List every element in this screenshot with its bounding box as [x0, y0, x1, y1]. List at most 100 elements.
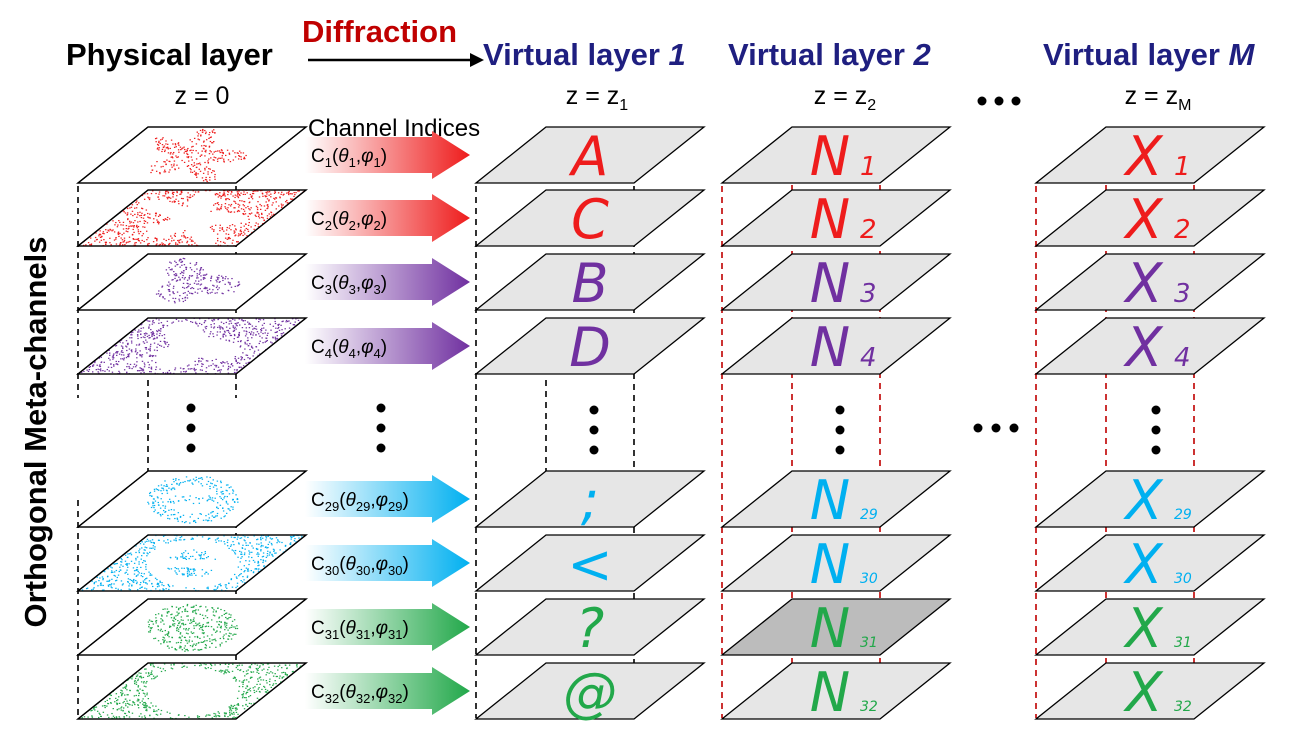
diffraction-arrow	[308, 53, 484, 67]
virtual-plate-vm	[1034, 534, 1266, 592]
virtual-letter-vm: X	[1123, 597, 1164, 660]
virtual-plate-v2	[720, 253, 952, 311]
virtual-subscript-vm: 2	[1174, 215, 1191, 245]
virtual-subscript-vm: 32	[1174, 699, 1192, 715]
side-label: Orthogonal Meta-channels	[18, 237, 53, 628]
hologram-pattern	[147, 603, 239, 652]
virtual-subscript-v2: 32	[860, 699, 878, 715]
vertical-ellipsis-physical	[186, 403, 196, 453]
channel-index-label: C2(θ2,φ2)	[311, 209, 387, 233]
virtual-letter-v1: A	[569, 125, 609, 188]
virtual-plate-v2	[720, 598, 952, 656]
channel-index-label: C31(θ31,φ31)	[311, 618, 409, 642]
virtual-subscript-vm: 3	[1174, 279, 1191, 309]
virtual-subscript-vm: 31	[1174, 635, 1192, 651]
channel-arrow	[305, 131, 470, 179]
vertical-ellipsis-virtual-1	[589, 405, 599, 455]
virtual-plate-v1	[474, 126, 706, 184]
virtual-plate-vm	[1034, 189, 1266, 247]
channel-arrow	[305, 539, 470, 587]
virtual-plate-vm	[1034, 470, 1266, 528]
vertical-ellipsis-virtual-2	[835, 405, 845, 455]
vertical-ellipsis-virtual-m	[1151, 405, 1161, 455]
virtual-plate-v1	[474, 317, 706, 375]
virtual-letter-v1: C	[571, 188, 609, 251]
virtual-letter-vm: X	[1123, 533, 1164, 596]
virtual-plate-v2	[720, 534, 952, 592]
virtual-letter-v2: N	[810, 533, 850, 596]
virtual-subscript-vm: 4	[1174, 343, 1191, 373]
channel-arrow	[305, 667, 470, 715]
virtual-letter-v1: @	[563, 661, 617, 724]
virtual-letter-v2: N	[810, 469, 850, 532]
channel-index-label: C29(θ29,φ29)	[311, 490, 409, 514]
virtual-letter-v2: N	[810, 252, 850, 315]
channel-arrow	[305, 322, 470, 370]
virtual-plate-vm	[1034, 126, 1266, 184]
z-label-virtual-2: z = z2	[814, 82, 877, 114]
virtual-subscript-v2: 3	[860, 279, 877, 309]
physical-layer-heading: Physical layer	[66, 37, 273, 72]
channel-index-label: C4(θ4,φ4)	[311, 337, 387, 361]
virtual-letter-v1: ?	[576, 597, 605, 660]
virtual-plate-v1	[474, 598, 706, 656]
diffraction-label: Diffraction	[302, 14, 457, 49]
hologram-pattern	[147, 476, 239, 524]
virtual-layer-1-heading: Virtual layer 1	[483, 37, 686, 72]
channel-index-label: C30(θ30,φ30)	[311, 554, 409, 578]
virtual-subscript-vm: 29	[1174, 507, 1192, 523]
virtual-subscript-v2: 4	[860, 343, 877, 373]
ellipsis-top	[977, 96, 1021, 106]
virtual-plate-vm	[1034, 662, 1266, 720]
virtual-plate-vm	[1034, 317, 1266, 375]
hologram-pattern	[155, 257, 241, 304]
virtual-plate-v2	[720, 470, 952, 528]
virtual-letter-vm: X	[1123, 316, 1164, 379]
channel-row-30: C30(θ30,φ30) < N 30 X 30	[76, 533, 1266, 596]
virtual-subscript-v2: 31	[860, 635, 878, 651]
virtual-plate-v1	[474, 662, 706, 720]
virtual-plate-v2	[720, 317, 952, 375]
virtual-layer-m-heading: Virtual layer M	[1043, 37, 1256, 72]
virtual-subscript-v2: 1	[860, 152, 877, 182]
channel-arrow	[305, 258, 470, 306]
virtual-subscript-v2: 30	[860, 571, 878, 587]
virtual-plate-v1	[474, 253, 706, 311]
z-label-virtual-1: z = z1	[566, 82, 629, 114]
virtual-plate-v1	[474, 534, 706, 592]
channel-arrow	[305, 475, 470, 523]
virtual-letter-v2: N	[810, 661, 850, 724]
virtual-plate-v2	[720, 662, 952, 720]
virtual-plate-vm	[1034, 253, 1266, 311]
virtual-letter-v1: B	[571, 252, 608, 315]
virtual-plate-v1	[474, 470, 706, 528]
virtual-letter-v1: <	[567, 533, 612, 596]
channel-index-label: C3(θ3,φ3)	[311, 273, 387, 297]
virtual-letter-vm: X	[1123, 469, 1164, 532]
virtual-plate-v1	[474, 189, 706, 247]
virtual-subscript-v2: 29	[860, 507, 878, 523]
virtual-letter-vm: X	[1123, 125, 1164, 188]
virtual-letter-vm: X	[1123, 188, 1164, 251]
virtual-letter-v1: D	[569, 316, 611, 379]
hologram-pattern	[150, 128, 247, 183]
virtual-letter-v2: N	[810, 316, 850, 379]
virtual-plate-v2	[720, 189, 952, 247]
virtual-letter-vm: X	[1123, 661, 1164, 724]
channel-index-label: C1(θ1,φ1)	[311, 146, 387, 170]
virtual-subscript-vm: 30	[1174, 571, 1192, 587]
virtual-letter-v2: N	[810, 125, 850, 188]
virtual-subscript-v2: 2	[860, 215, 877, 245]
virtual-layer-2-heading: Virtual layer 2	[728, 37, 931, 72]
channel-arrow	[305, 603, 470, 651]
virtual-letter-v2: N	[810, 188, 850, 251]
